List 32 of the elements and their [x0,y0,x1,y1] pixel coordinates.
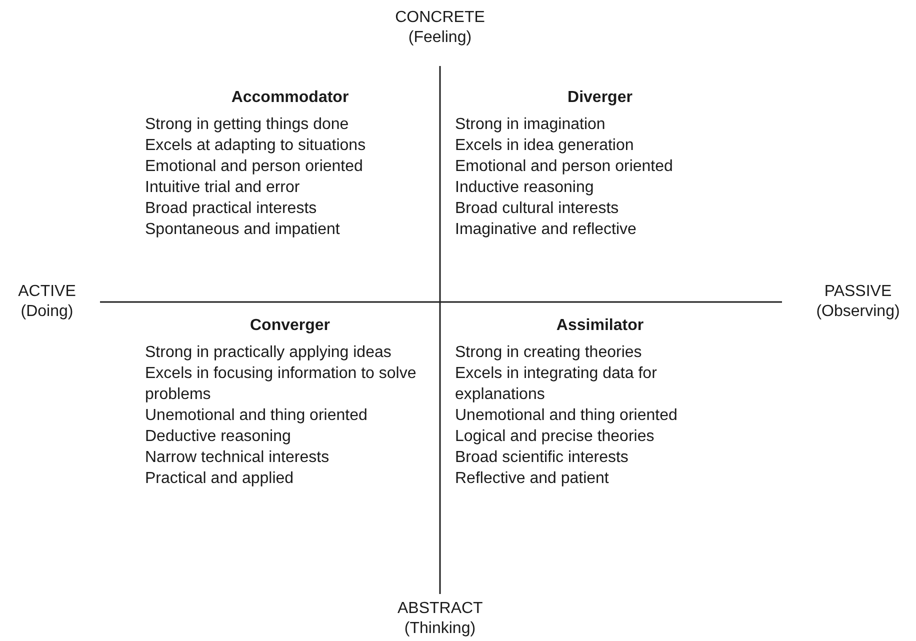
trait-text: Reflective and patient [455,469,610,489]
trait-text: Intuitive trial and error [145,178,301,198]
quadrant-title: Accommodator [230,88,350,108]
trait-text: Unemotional and thing oriented [145,406,368,426]
trait-text: Logical and precise theories [455,427,656,447]
trait-text: Imaginative and reflective [455,220,638,240]
quadrant-title: Assimilator [555,316,645,336]
trait-text: Strong in creating theories [455,343,643,363]
trait-text: Excels in idea generation [455,136,635,156]
trait-text: Unemotional and thing oriented [455,406,678,426]
trait-text: Broad cultural interests [455,199,620,219]
quadrant-title: Diverger [566,88,634,108]
trait-text: Strong in imagination [455,115,606,135]
trait-text: Excels in integrating data for explanations [455,364,658,405]
trait-text: Emotional and person oriented [145,157,364,177]
trait-text: Narrow technical interests [145,448,330,468]
trait-text: Excels in focusing information to solve problems [145,364,418,405]
trait-text: Excels at adapting to situations [145,136,367,156]
trait-text: Strong in getting things done [145,115,350,135]
trait-text: Broad scientific interests [455,448,630,468]
trait-text: Inductive reasoning [455,178,595,198]
trait-text: Practical and applied [145,469,295,489]
trait-text: Strong in practically applying ideas [145,343,392,363]
axis-label: ABSTRACT (Thinking) [397,599,483,639]
quadrant-title: Converger [248,316,332,336]
axis-label: CONCRETE (Feeling) [395,8,485,48]
trait-text: Spontaneous and impatient [145,220,341,240]
axis-label: PASSIVE (Observing) [816,282,900,322]
trait-text: Broad practical interests [145,199,318,219]
trait-text: Deductive reasoning [145,427,292,447]
trait-text: Emotional and person oriented [455,157,674,177]
axis-label: ACTIVE (Doing) [18,282,76,322]
